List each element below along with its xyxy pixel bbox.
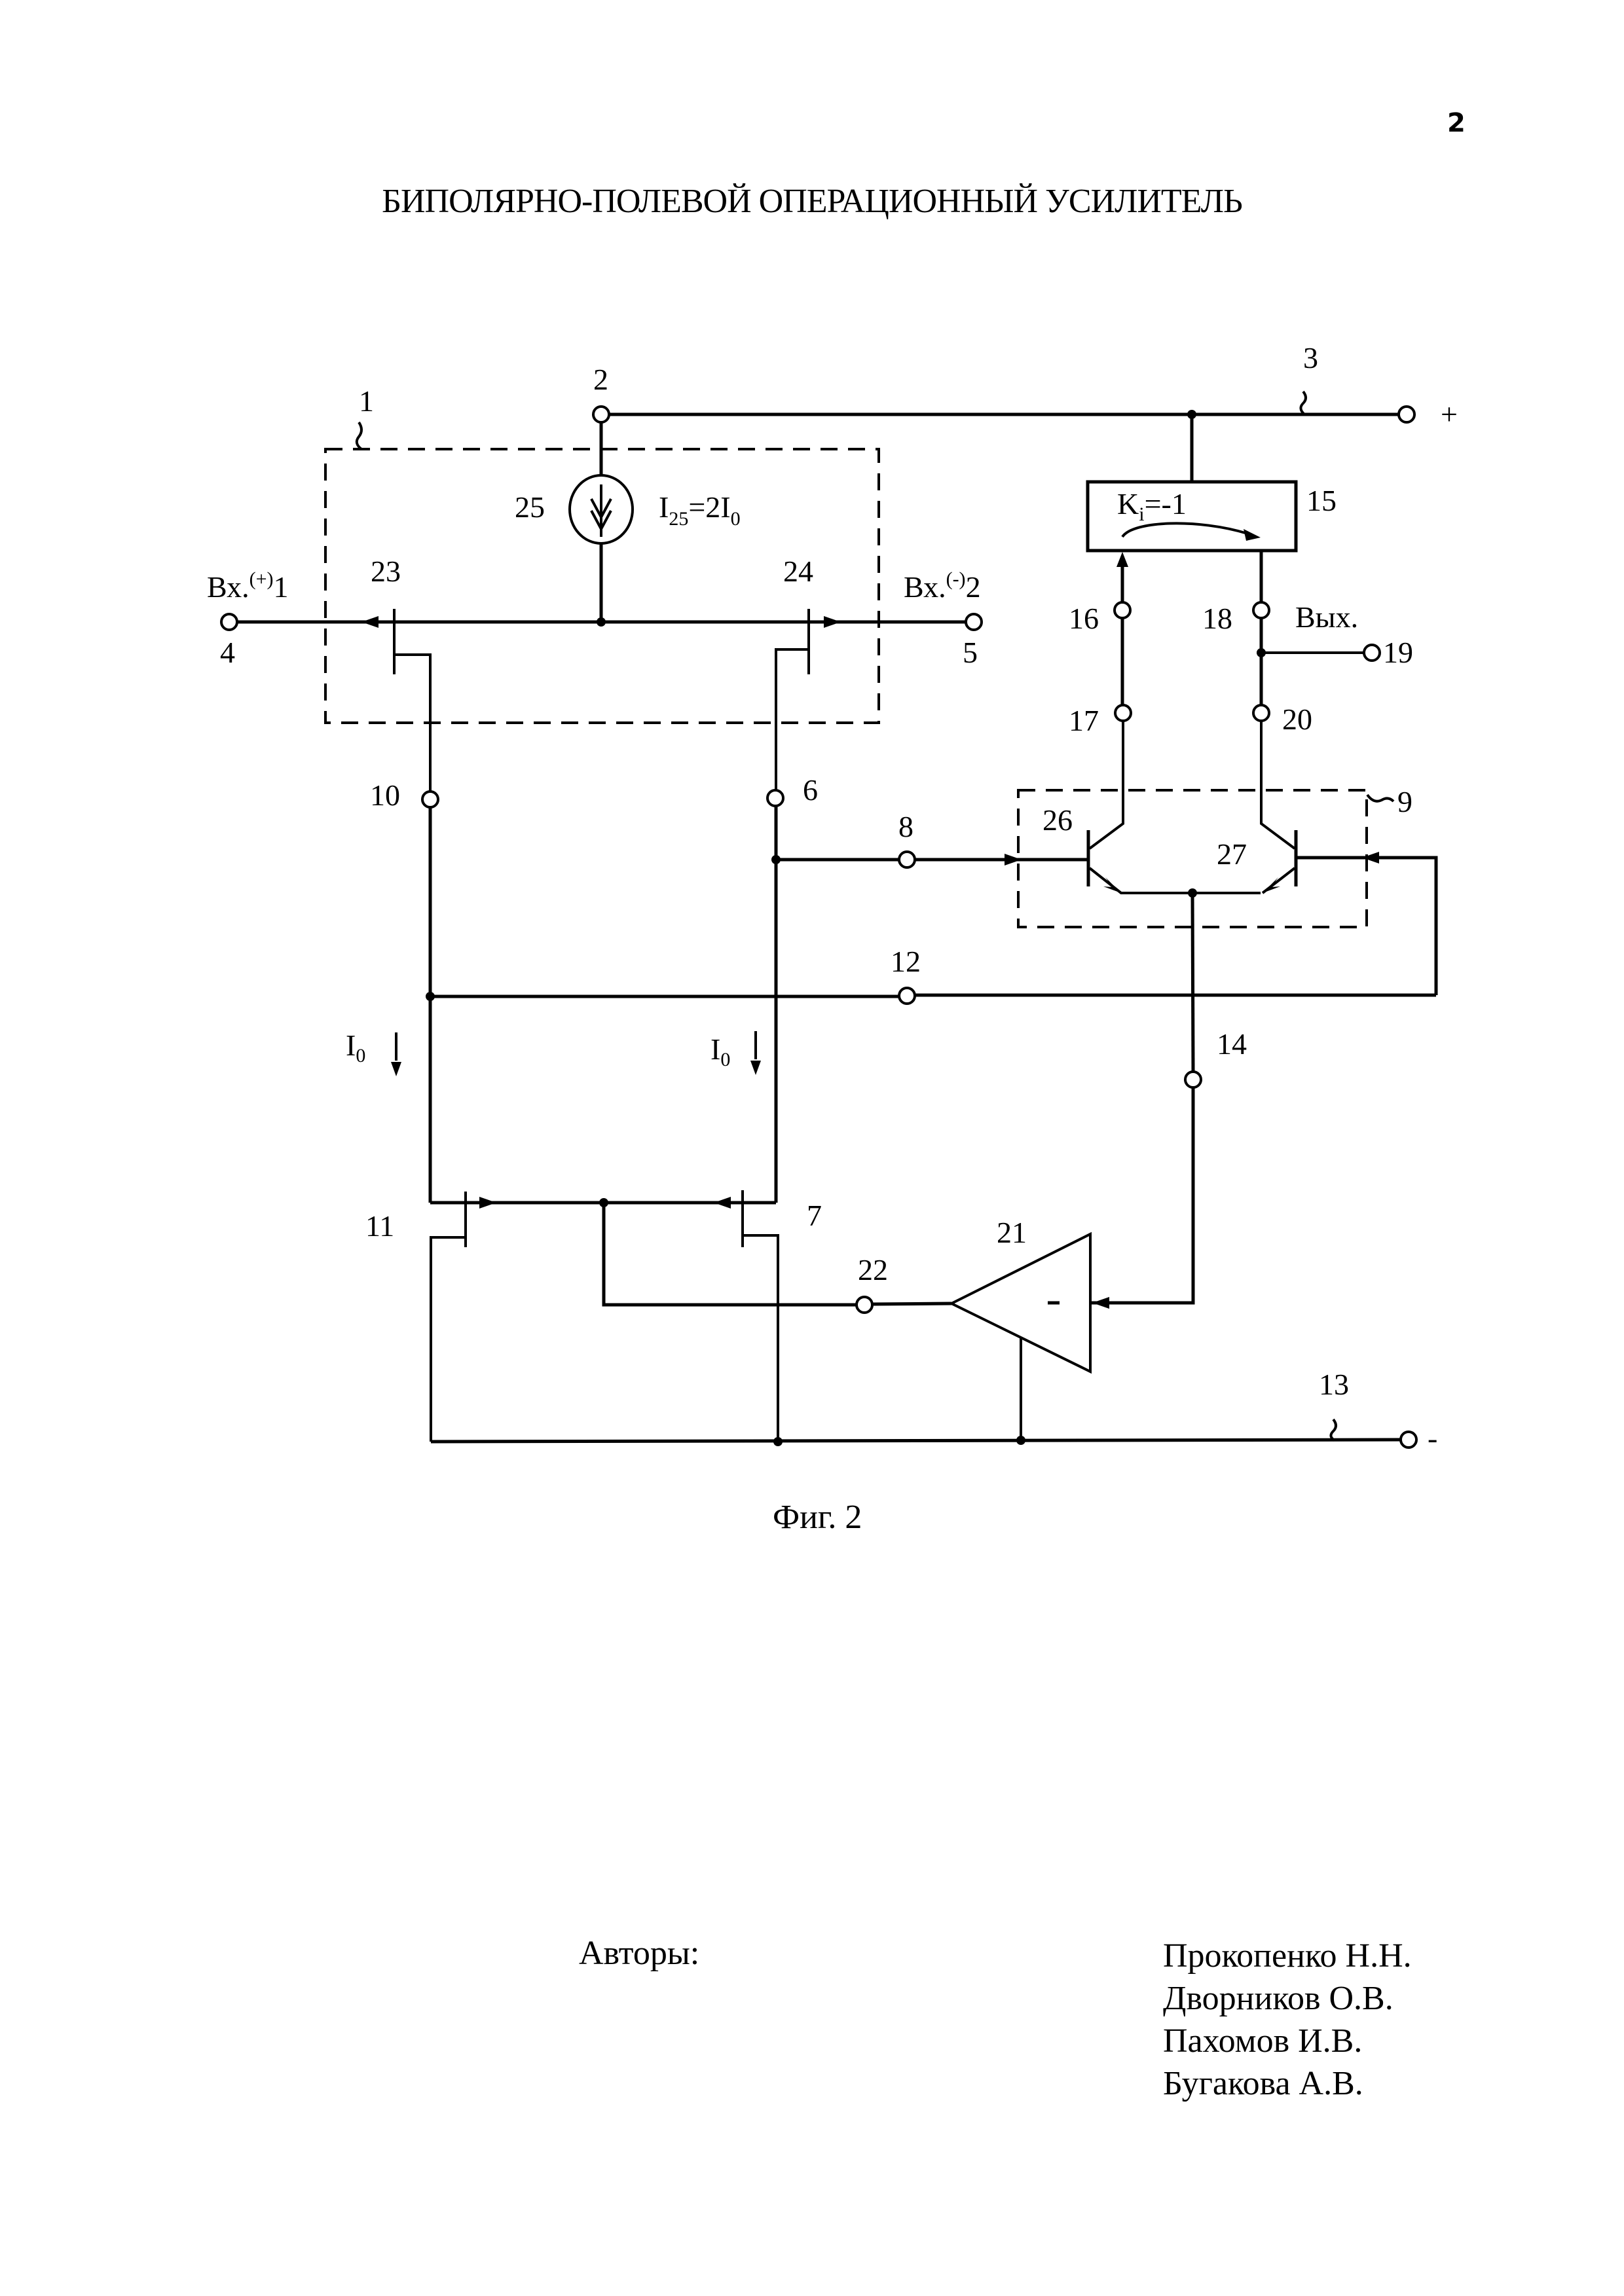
label-terminal-14: 14 xyxy=(1217,1027,1247,1061)
terminal-17 xyxy=(1114,704,1132,722)
transistor-26 xyxy=(1086,720,1261,898)
transistor-23 xyxy=(393,609,432,791)
terminal-13 xyxy=(1399,1430,1418,1449)
terminal-5-input-minus[interactable] xyxy=(965,613,983,631)
author-name: Пахомов И.В. xyxy=(1163,2022,1363,2060)
label-block-1: 1 xyxy=(359,384,374,418)
amplifier-21 xyxy=(948,1087,1195,1440)
figure-caption: Фиг. 2 xyxy=(773,1499,862,1536)
wire-16-17 xyxy=(1116,552,1128,705)
label-terminal-6: 6 xyxy=(803,773,818,807)
terminal-2 xyxy=(592,405,610,424)
wire-18-20 xyxy=(1257,551,1364,705)
transistor-24 xyxy=(775,609,810,790)
terminal-20 xyxy=(1252,704,1270,722)
terminal-3 xyxy=(1397,405,1416,424)
leader-block-1 xyxy=(355,421,363,450)
label-input-plus: Вх.(+)1 xyxy=(207,568,288,604)
label-terminal-10: 10 xyxy=(370,778,400,812)
label-transistor-7: 7 xyxy=(807,1199,822,1232)
label-supply-minus: - xyxy=(1428,1421,1437,1455)
label-supply-plus: + xyxy=(1441,397,1458,431)
label-current-source-25: 25 xyxy=(515,490,545,524)
current-source-formula: I25=2I0 xyxy=(659,490,741,530)
current-arrow-right xyxy=(750,1031,761,1075)
terminal-4-input-plus[interactable] xyxy=(220,613,238,631)
wire-node-22 xyxy=(602,1203,952,1307)
author-name: Прокопенко Н.Н. xyxy=(1163,1937,1412,1975)
label-terminal-13: 13 xyxy=(1319,1368,1349,1401)
terminal-14 xyxy=(1184,1070,1202,1089)
terminal-18 xyxy=(1252,601,1270,619)
terminal-8 xyxy=(898,850,916,869)
author-name: Бугакова А.В. xyxy=(1163,2065,1363,2102)
label-block-15: 15 xyxy=(1306,484,1337,517)
label-current-left: I0 xyxy=(346,1029,365,1066)
wire-node-12 xyxy=(426,852,1438,1001)
label-current-right: I0 xyxy=(710,1032,730,1070)
block-15-formula: Ki=-1 xyxy=(1117,487,1187,525)
authors-list: Прокопенко Н.Н. Дворников О.В. Пахомов И… xyxy=(1163,1935,1412,2105)
negative-supply-rail xyxy=(430,1418,1401,1446)
terminal-19-output[interactable] xyxy=(1363,644,1381,662)
positive-supply-rail xyxy=(609,390,1399,482)
label-terminal-16: 16 xyxy=(1069,602,1099,635)
label-terminal-18: 18 xyxy=(1202,602,1232,635)
label-terminal-17: 17 xyxy=(1069,704,1099,737)
terminal-6 xyxy=(766,789,784,807)
page-number: 2 xyxy=(1447,108,1466,138)
terminal-12 xyxy=(898,987,916,1005)
label-input-minus: Вх.(-)2 xyxy=(904,568,981,604)
label-terminal-4: 4 xyxy=(220,636,235,669)
label-block-9: 9 xyxy=(1397,785,1412,818)
terminal-10 xyxy=(421,790,439,809)
label-transistor-23: 23 xyxy=(371,555,401,588)
block-9-outline xyxy=(1017,789,1368,928)
label-transistor-24: 24 xyxy=(783,555,813,588)
current-source-25 xyxy=(568,422,634,622)
label-terminal-20: 20 xyxy=(1282,702,1312,736)
terminal-22 xyxy=(855,1296,874,1314)
label-terminal-5: 5 xyxy=(963,636,978,669)
label-output: Вых. xyxy=(1295,600,1358,634)
label-amplifier-21: 21 xyxy=(997,1216,1027,1249)
label-terminal-8: 8 xyxy=(898,810,913,843)
label-terminal-3: 3 xyxy=(1303,341,1318,374)
label-transistor-26: 26 xyxy=(1043,803,1073,837)
document-title: БИПОЛЯРНО-ПОЛЕВОЙ ОПЕРАЦИОННЫЙ УСИЛИТЕЛЬ xyxy=(382,183,1243,220)
label-terminal-22: 22 xyxy=(858,1253,888,1286)
label-terminal-2: 2 xyxy=(593,363,608,396)
block-15-arrow-icon xyxy=(1121,522,1248,538)
label-terminal-12: 12 xyxy=(891,945,921,978)
transistor-27 xyxy=(1260,720,1298,894)
input-bus xyxy=(237,616,966,628)
label-terminal-19: 19 xyxy=(1383,636,1413,669)
terminal-16 xyxy=(1113,601,1132,619)
label-transistor-11: 11 xyxy=(365,1209,394,1243)
label-transistor-27: 27 xyxy=(1217,837,1247,871)
author-name: Дворников О.В. xyxy=(1163,1980,1393,2017)
current-arrow-left xyxy=(391,1032,401,1076)
wire-node-8 xyxy=(771,854,1088,866)
block-15-current-mirror xyxy=(1086,480,1298,553)
transistor-7 xyxy=(714,1190,779,1442)
leader-block-9 xyxy=(1366,793,1395,803)
authors-label: Авторы: xyxy=(579,1935,700,1972)
